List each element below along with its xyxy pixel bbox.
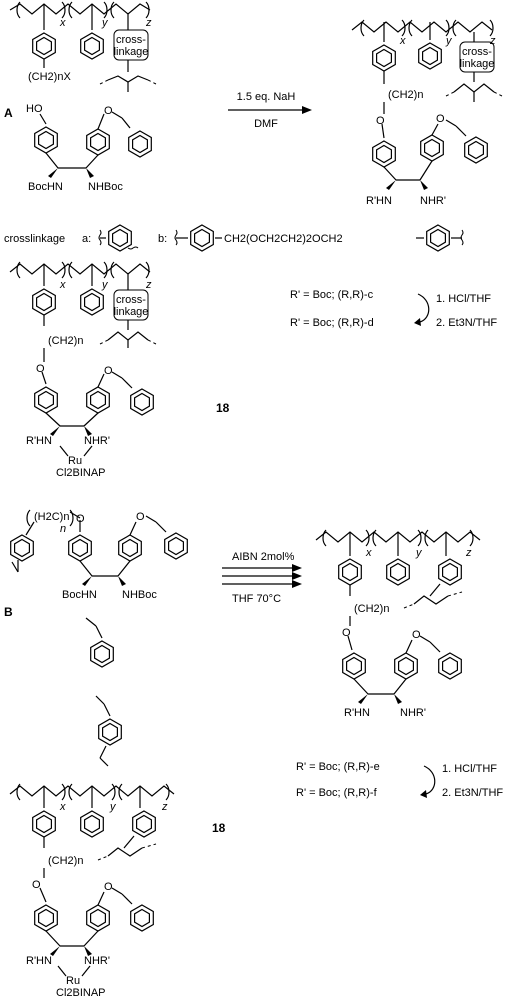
- b-product-sub-y: y: [415, 547, 423, 559]
- b-reagent-bottom: THF 70°C: [232, 593, 281, 605]
- b-step-2: 2. Et3N/THF: [442, 787, 503, 799]
- b-product-sub-z: z: [465, 547, 472, 559]
- a-reagent-top: 1.5 eq. NaH: [237, 91, 296, 103]
- b-section-label: B: [4, 605, 13, 619]
- a18-sub-x: x: [59, 279, 66, 291]
- b-styrene: [85, 617, 114, 668]
- a-sub-x: x: [59, 17, 66, 29]
- b18-ether-o2: O: [104, 881, 113, 893]
- a-reactant-polymer: [9, 1, 157, 92]
- a-diamine-monomer: [34, 111, 152, 178]
- crosslinkage-a-label: a:: [82, 233, 91, 245]
- a18-box-top: cross-: [116, 294, 146, 306]
- a-product-polymer: [351, 19, 503, 190]
- b18-ether-o1: O: [32, 879, 41, 891]
- a18-linker: (CH2)n: [48, 335, 83, 347]
- a-compound-number: 18: [216, 401, 230, 415]
- b-product-linker: (CH2)n: [354, 603, 389, 615]
- crosslinkage-label: crosslinkage: [4, 233, 65, 245]
- a-r-line-2: R' = Boc; (R,R)-d: [290, 317, 374, 329]
- b18-linker: (CH2)n: [48, 855, 83, 867]
- b-boc-left: BocHN: [62, 589, 97, 601]
- a-ether-o: O: [104, 105, 113, 117]
- b-step-1: 1. HCl/THF: [442, 763, 497, 775]
- a-product-box-top: cross-: [462, 46, 492, 58]
- b-product-nhr: NHR': [400, 707, 426, 719]
- crosslinkage-a-structure: [98, 224, 139, 252]
- a-product-rhn: R'HN: [366, 195, 392, 207]
- b-ether-o2: O: [136, 511, 145, 523]
- a-crosslink-box-top: cross-: [116, 34, 146, 46]
- a-boc-right: NHBoc: [88, 181, 123, 193]
- b-r-line-2: R' = Boc; (R,R)-f: [296, 787, 378, 799]
- a-product-sub-y: y: [445, 35, 453, 47]
- b18-sub-z: z: [161, 801, 168, 813]
- a-product-nhr: NHR': [420, 195, 446, 207]
- b-monomer-linker: (H2C)n: [34, 511, 69, 523]
- a18-sub-y: y: [101, 279, 109, 291]
- b-reagent-top: AIBN 2mol%: [232, 551, 295, 563]
- b-compound-number: 18: [212, 821, 226, 835]
- a-product-18: [9, 261, 157, 457]
- b18-sub-y: y: [109, 801, 117, 813]
- b-ether-o1: O: [76, 513, 85, 525]
- b-product-ether-o2: O: [412, 629, 421, 641]
- a-reagent-bottom: DMF: [254, 118, 278, 130]
- a18-cl2binap: Cl2BINAP: [56, 467, 106, 479]
- crosslinkage-b-structure: [174, 224, 464, 252]
- a18-box-bottom: linkage: [114, 306, 149, 318]
- b-product-rhn: R'HN: [344, 707, 370, 719]
- a-sub-y: y: [101, 17, 109, 29]
- b-monomer: [10, 509, 188, 586]
- b-divinylbenzene: [95, 695, 122, 767]
- a-conversion-arrow: [417, 293, 430, 323]
- a-sub-z: z: [145, 17, 152, 29]
- a-polymer-substituent: (CH2)nX: [28, 71, 71, 83]
- b-r-line-1: R' = Boc; (R,R)-e: [296, 761, 380, 773]
- b18-ru: Ru: [66, 975, 80, 987]
- crosslinkage-b-label: b:: [158, 233, 167, 245]
- b-conversion-arrow: [423, 765, 436, 795]
- a18-ether-o2: O: [104, 365, 113, 377]
- b-product-18: [9, 783, 175, 977]
- crosslinkage-b-formula: CH2(OCH2CH2)2OCH2: [224, 233, 343, 245]
- a18-sub-z: z: [145, 279, 152, 291]
- a18-nhr: NHR': [84, 435, 110, 447]
- b18-cl2binap: Cl2BINAP: [56, 987, 106, 999]
- b-product-ether-o1: O: [342, 627, 351, 639]
- a-r-line-1: R' = Boc; (R,R)-c: [290, 289, 374, 301]
- a-product-linker: (CH2)n: [388, 89, 423, 101]
- b18-rhn: R'HN: [26, 955, 52, 967]
- a-phenol-oh: HO: [26, 103, 43, 115]
- a-product-box-bottom: linkage: [460, 58, 495, 70]
- a-product-ether-o2: O: [436, 113, 445, 125]
- b-product-sub-x: x: [365, 547, 372, 559]
- b18-sub-x: x: [59, 801, 66, 813]
- a-section-label: A: [4, 106, 13, 120]
- a-product-ether-o1: O: [376, 115, 385, 127]
- a-product-sub-z: z: [489, 35, 496, 47]
- b-product-polymer: [315, 529, 481, 704]
- b-boc-right: NHBoc: [122, 589, 157, 601]
- a-step-2: 2. Et3N/THF: [436, 317, 497, 329]
- b18-nhr: NHR': [84, 955, 110, 967]
- a-step-1: 1. HCl/THF: [436, 293, 491, 305]
- a18-ru: Ru: [68, 455, 82, 467]
- a-product-sub-x: x: [399, 35, 406, 47]
- b-monomer-n: n: [60, 523, 66, 535]
- a-crosslink-box-bottom: linkage: [114, 46, 149, 58]
- a-boc-left: BocHN: [28, 181, 63, 193]
- a18-ether-o1: O: [36, 363, 45, 375]
- a18-rhn: R'HN: [26, 435, 52, 447]
